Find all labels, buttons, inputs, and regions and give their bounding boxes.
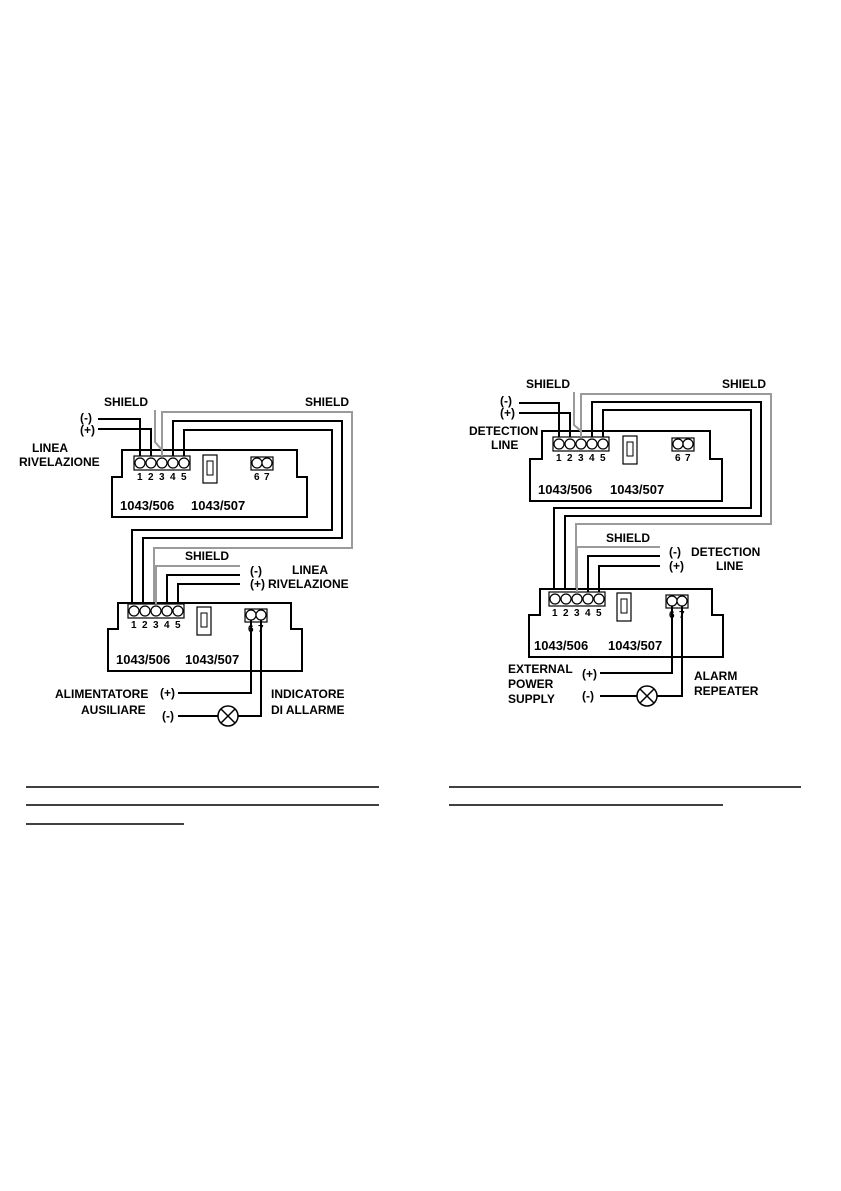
terminal-5: 5 [181, 472, 187, 483]
indicator-label: ALARM [694, 669, 737, 683]
shield-label: SHIELD [606, 531, 650, 545]
plus-label: (+) [500, 406, 515, 420]
svg-text:4: 4 [589, 453, 595, 464]
svg-text:4: 4 [585, 608, 591, 619]
svg-text:1: 1 [556, 453, 562, 464]
svg-text:7: 7 [685, 453, 691, 464]
diagram-right: 1 2 3 4 5 6 7 1043/506 1043/507 SHIELD (… [469, 377, 772, 707]
power-minus-label: (-) [582, 689, 594, 703]
model-label: 1043/507 [608, 638, 662, 653]
indicator-label: INDICATORE [271, 687, 345, 701]
shield-label: SHIELD [104, 395, 148, 409]
minus-label: (-) [80, 411, 92, 425]
power-plus-label: (+) [582, 667, 597, 681]
svg-text:2: 2 [567, 453, 573, 464]
lower-terminal-block-left: 1 2 3 4 5 [127, 603, 185, 631]
power-label: ALIMENTATORE [55, 687, 148, 701]
terminal-screws [134, 457, 190, 469]
lower-switch-left [196, 606, 212, 636]
model-label: 1043/506 [534, 638, 588, 653]
svg-text:3: 3 [153, 620, 159, 631]
plus-label: (+) [669, 559, 684, 573]
upper-terminal-block-left: 1 2 3 4 5 [133, 455, 191, 483]
terminal-3: 3 [159, 472, 165, 483]
svg-text:3: 3 [574, 608, 580, 619]
power-label: EXTERNAL [508, 662, 573, 676]
power-minus-label: (-) [162, 709, 174, 723]
model-label: 1043/506 [116, 652, 170, 667]
svg-text:5: 5 [175, 620, 181, 631]
line-label: LINEA [292, 563, 328, 577]
terminal-4: 4 [170, 472, 176, 483]
upper-switch-right [622, 435, 638, 465]
line-label: RIVELAZIONE [19, 455, 100, 469]
model-label: 1043/507 [185, 652, 239, 667]
svg-text:1: 1 [131, 620, 137, 631]
svg-text:4: 4 [164, 620, 170, 631]
lower-switch-right [616, 592, 632, 622]
svg-text:5: 5 [596, 608, 602, 619]
shield-label: SHIELD [185, 549, 229, 563]
plus-label: (+) [250, 577, 265, 591]
power-label: SUPPLY [508, 692, 555, 706]
svg-text:5: 5 [600, 453, 606, 464]
model-label: 1043/506 [538, 482, 592, 497]
power-plus-label: (+) [160, 686, 175, 700]
caption-rules [26, 786, 801, 825]
minus-label: (-) [250, 564, 262, 578]
upper-terminal-block-right: 1 2 3 4 5 [552, 436, 610, 464]
plus-label: (+) [80, 423, 95, 437]
upper-aux-terminal-left: 6 7 [250, 456, 274, 483]
line-label: DETECTION [691, 545, 760, 559]
model-label: 1043/507 [610, 482, 664, 497]
svg-text:2: 2 [563, 608, 569, 619]
line-label: DETECTION [469, 424, 538, 438]
svg-text:6: 6 [675, 453, 681, 464]
alarm-lamp-icon [636, 685, 658, 707]
terminal-2: 2 [148, 472, 154, 483]
indicator-label: DI ALLARME [271, 703, 345, 717]
upper-aux-terminal-right: 6 7 [671, 437, 695, 464]
alarm-lamp-icon [217, 705, 239, 727]
model-label: 1043/506 [120, 498, 174, 513]
minus-label: (-) [669, 545, 681, 559]
power-label: POWER [508, 677, 554, 691]
model-label: 1043/507 [191, 498, 245, 513]
shield-label: SHIELD [722, 377, 766, 391]
shield-label: SHIELD [305, 395, 349, 409]
upper-switch-left [202, 454, 218, 484]
indicator-label: REPEATER [694, 684, 759, 698]
shield-label: SHIELD [526, 377, 570, 391]
line-label: RIVELAZIONE [268, 577, 349, 591]
svg-text:7: 7 [264, 472, 270, 483]
line-label: LINEA [32, 441, 68, 455]
svg-text:1: 1 [552, 608, 558, 619]
line-label: LINE [491, 438, 518, 452]
terminal-1: 1 [137, 472, 143, 483]
line-label: LINE [716, 559, 743, 573]
lower-terminal-block-right: 1 2 3 4 5 [548, 591, 606, 619]
svg-text:6: 6 [254, 472, 260, 483]
power-label: AUSILIARE [81, 703, 146, 717]
svg-text:3: 3 [578, 453, 584, 464]
svg-text:2: 2 [142, 620, 148, 631]
diagram-left: 1 2 3 4 5 6 7 1043/506 1043/507 SHIELD (… [19, 395, 353, 727]
minus-label: (-) [500, 394, 512, 408]
